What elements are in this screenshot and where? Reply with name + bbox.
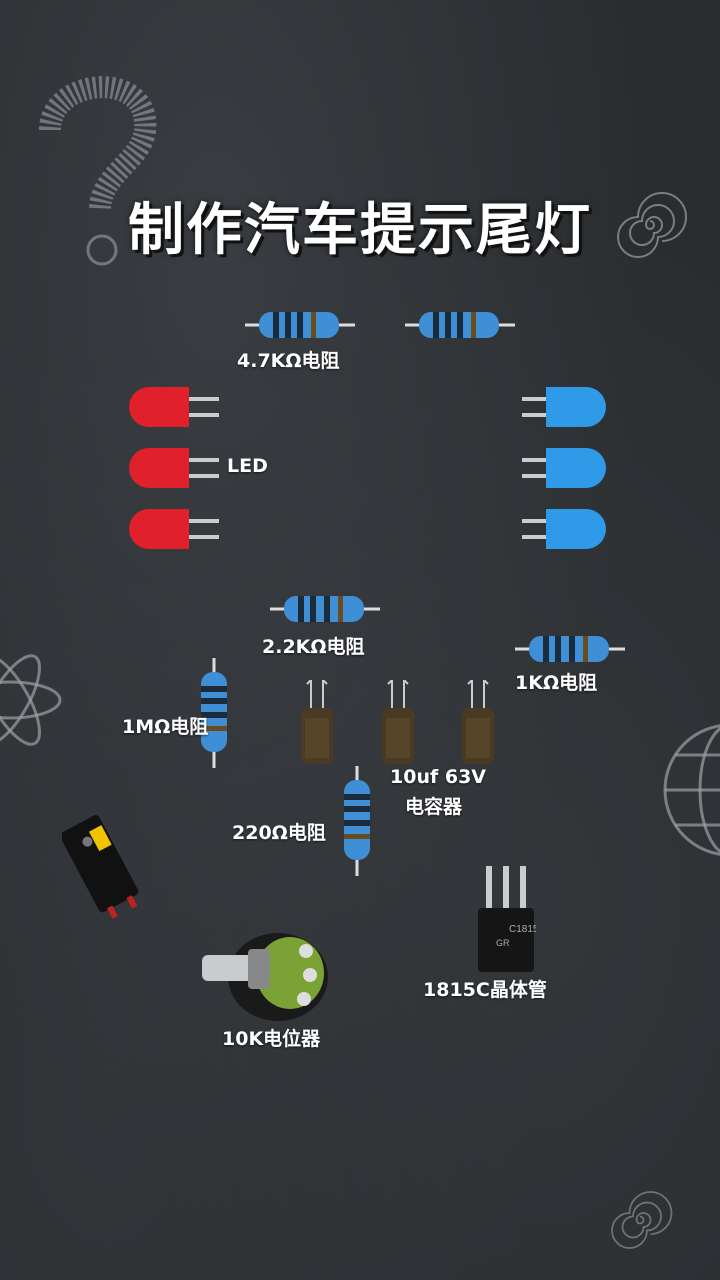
switch: [62, 815, 139, 919]
resistor-4-7k-left: [245, 312, 355, 338]
label-resistor-220: 220Ω电阻: [232, 822, 326, 844]
resistor-1k: [515, 636, 625, 662]
page-title: 制作汽车提示尾灯: [128, 198, 592, 263]
atom-doodle: [0, 654, 62, 746]
transistor-marking-2: GR: [496, 938, 510, 948]
led-blue-2: [522, 448, 606, 488]
led-blue-1: [522, 387, 606, 427]
resistor-2-2k: [270, 596, 380, 622]
resistor-220: [344, 766, 370, 876]
capacitor-2: [382, 680, 414, 764]
globe-doodle: [663, 724, 720, 856]
capacitor-3: [462, 680, 494, 764]
label-resistor-1m: 1MΩ电阻: [122, 716, 209, 738]
label-resistor-1k: 1KΩ电阻: [515, 672, 598, 694]
label-capacitor-line2: 电容器: [405, 796, 463, 818]
label-resistor-4-7k: 4.7KΩ电阻: [237, 350, 340, 372]
led-red-3: [129, 509, 219, 549]
spiral-doodle-bottom: [611, 1191, 673, 1249]
led-blue-3: [522, 509, 606, 549]
label-potentiometer: 10K电位器: [222, 1028, 321, 1050]
potentiometer: [202, 933, 328, 1021]
question-mark-doodle: [39, 76, 157, 266]
label-resistor-2-2k: 2.2KΩ电阻: [262, 636, 365, 658]
led-red-2: [129, 448, 219, 488]
led-red-1: [129, 387, 219, 427]
resistor-1m: [201, 658, 227, 768]
capacitor-1: [301, 680, 333, 764]
spiral-doodle: [617, 192, 687, 258]
resistor-4-7k-right: [405, 312, 515, 338]
transistor: C1815 GR: [478, 866, 536, 972]
label-capacitor-line1: 10uf 63V: [390, 766, 486, 788]
label-led: LED: [227, 455, 268, 477]
transistor-marking-1: C1815: [509, 924, 536, 935]
label-transistor: 1815C晶体管: [423, 979, 547, 1001]
